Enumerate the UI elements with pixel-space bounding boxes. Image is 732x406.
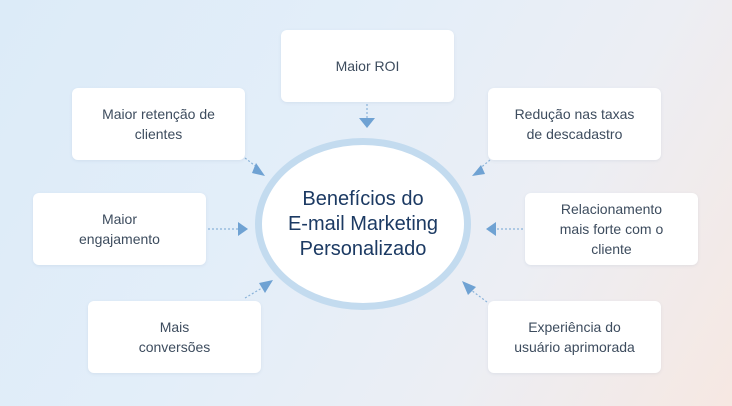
benefit-label-experience: Experiência do usuário aprimorada bbox=[514, 319, 635, 355]
connector-conversions bbox=[244, 287, 263, 299]
benefit-box-unsubscribe: Redução nas taxas de descadastro bbox=[488, 88, 661, 160]
benefit-box-roi: Maior ROI bbox=[281, 30, 454, 102]
benefit-box-engagement: Maior engajamento bbox=[33, 193, 206, 265]
benefit-label-relationship: Relacionamento mais forte com o cliente bbox=[559, 201, 664, 257]
benefit-label-roi: Maior ROI bbox=[335, 58, 400, 74]
arrowhead-experience bbox=[462, 281, 476, 295]
center-topic: Benefícios do E-mail Marketing Personali… bbox=[255, 138, 471, 310]
arrowhead-conversions bbox=[259, 280, 273, 293]
benefit-box-retention: Maior retenção de clientes bbox=[72, 88, 245, 160]
benefit-box-relationship: Relacionamento mais forte com o cliente bbox=[525, 193, 698, 265]
benefit-box-conversions: Mais conversões bbox=[88, 301, 261, 373]
benefit-label-engagement: Maior engajamento bbox=[79, 211, 160, 247]
benefit-label-conversions: Mais conversões bbox=[138, 319, 211, 355]
center-title: Benefícios do E-mail Marketing Personali… bbox=[287, 187, 439, 260]
benefit-label-unsubscribe: Redução nas taxas de descadastro bbox=[514, 106, 635, 142]
arrowhead-roi bbox=[359, 118, 375, 128]
arrowhead-relationship bbox=[486, 222, 496, 236]
benefit-box-experience: Experiência do usuário aprimorada bbox=[488, 301, 661, 373]
benefit-label-retention: Maior retenção de clientes bbox=[102, 106, 215, 142]
arrowhead-retention bbox=[252, 163, 265, 176]
arrowhead-engagement bbox=[238, 222, 248, 236]
connector-experience bbox=[470, 289, 488, 303]
arrowhead-unsubscribe bbox=[472, 165, 485, 176]
